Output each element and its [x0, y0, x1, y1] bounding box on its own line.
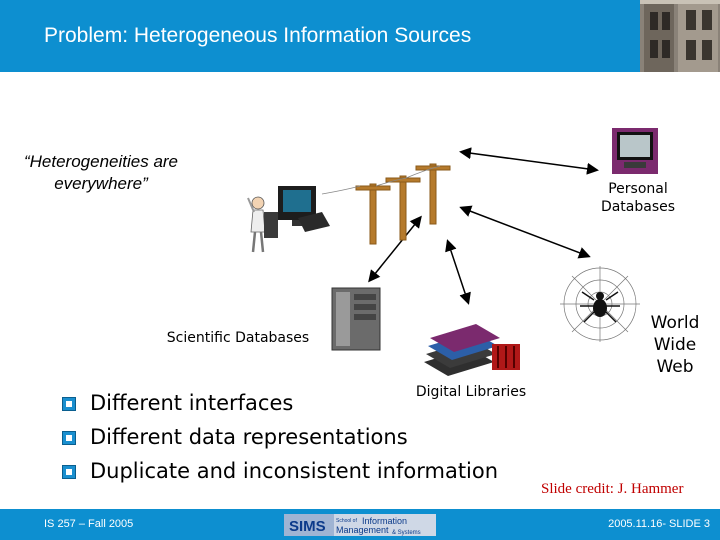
bullet-text: Different data representations [90, 425, 408, 449]
sims-logo: SIMS School of Information Management & … [284, 514, 436, 536]
bullet-icon [62, 465, 76, 479]
bullet-text: Duplicate and inconsistent information [90, 459, 499, 483]
www-label-line-2: Wide [653, 335, 697, 355]
bullet-icon [62, 397, 76, 411]
course-label: IS 257 – Fall 2005 [44, 518, 134, 530]
bullet-text: Different interfaces [90, 391, 294, 415]
workstation-computer [264, 186, 330, 238]
slide-credit: Slide credit: J. Hammer [541, 481, 684, 497]
logo-sims-text: SIMS [289, 518, 326, 535]
bullet-icon [62, 431, 76, 445]
arrow-to-web [459, 205, 591, 259]
arrow-to-scientific-databases [368, 215, 422, 283]
utility-poles [355, 163, 451, 245]
bullet-list: Different interfaces Different data repr… [62, 386, 498, 488]
personal-databases-label-line-1: Personal [608, 181, 668, 197]
arrow-to-digital-libraries [445, 239, 471, 305]
arrow-to-personal-databases [459, 147, 599, 175]
world-wide-web-label: World Wide Web [640, 312, 710, 378]
digital-library-books [424, 324, 520, 376]
heterogeneity-quote: “Heterogeneities are everywhere” [6, 151, 196, 195]
personal-databases-label: Personal Databases [590, 180, 686, 216]
logo-information-text: Information [362, 516, 407, 526]
bullet-item: Different interfaces [62, 386, 498, 420]
logo-management-text: Management [336, 525, 389, 535]
spider-icon [580, 291, 620, 323]
logo-systems-text: & Systems [392, 530, 421, 536]
footer-bar: IS 257 – Fall 2005 SIMS School of Inform… [0, 509, 720, 540]
quote-line-1: “Heterogeneities are [23, 152, 179, 171]
slide-title: Problem: Heterogeneous Information Sourc… [44, 24, 472, 47]
personal-databases-label-line-2: Databases [600, 199, 676, 215]
www-label-line-1: World [650, 313, 700, 333]
logo-school-text: School of [336, 518, 357, 524]
bullet-item: Different data representations [62, 420, 498, 454]
building-photo [640, 0, 720, 72]
slide-number: 2005.11.16- SLIDE 3 [608, 518, 710, 530]
title-bar: Problem: Heterogeneous Information Sourc… [0, 0, 720, 72]
bullet-item: Duplicate and inconsistent information [62, 454, 498, 488]
quote-line-2: everywhere” [54, 174, 148, 193]
scientific-databases-label: Scientific Databases [166, 330, 310, 346]
www-label-line-3: Web [656, 357, 694, 377]
server-tower [331, 287, 381, 351]
personal-database-terminal [612, 128, 658, 174]
person-figure [247, 196, 266, 253]
digital-libraries-label: Digital Libraries [415, 384, 527, 400]
